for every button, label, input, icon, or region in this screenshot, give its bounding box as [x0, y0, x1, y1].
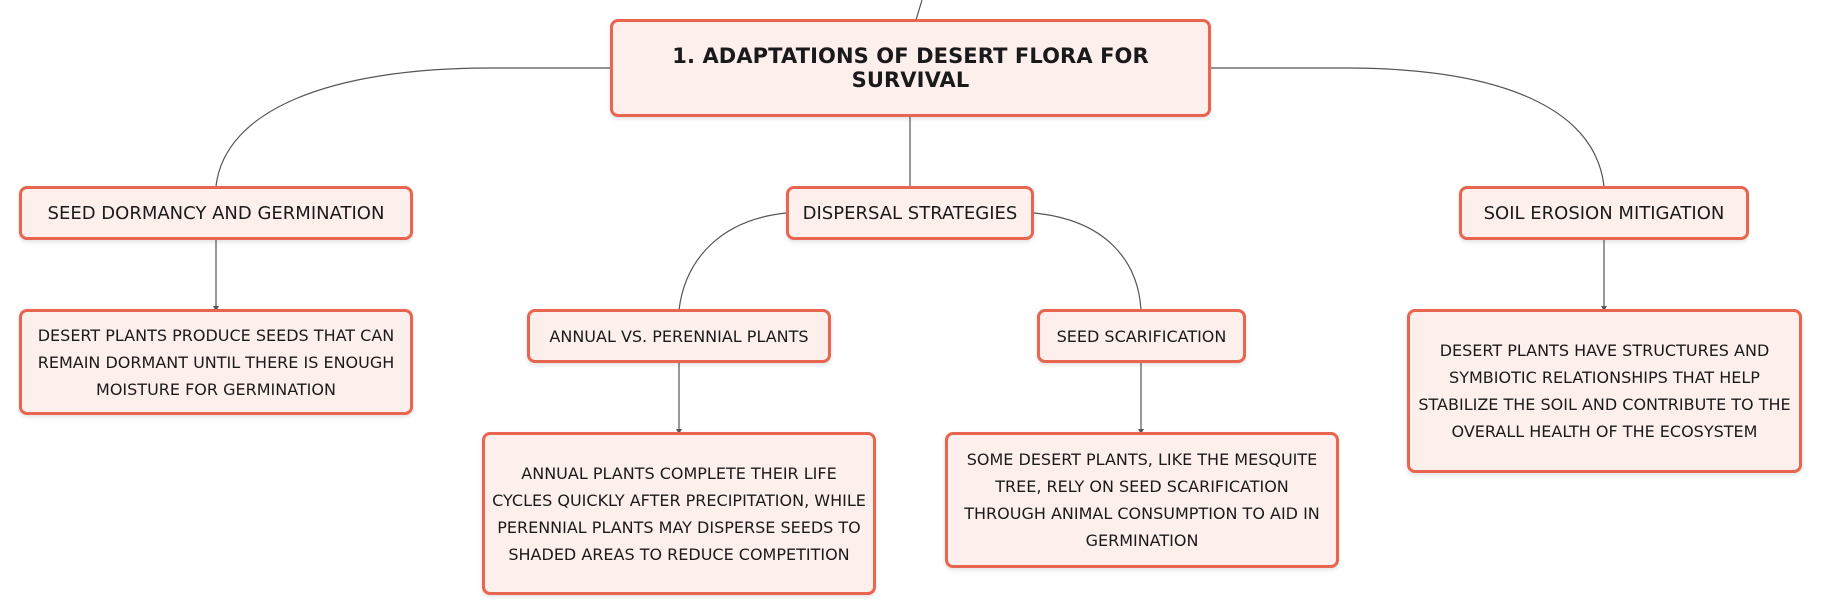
- dispersal-strategies-node[interactable]: DISPERSAL STRATEGIES: [786, 186, 1034, 240]
- seed-scarification-node[interactable]: SEED SCARIFICATION: [1037, 309, 1246, 363]
- seed-dormancy-detail-text: DESERT PLANTS PRODUCE SEEDS THAT CAN REM…: [37, 325, 395, 399]
- root-topic-label: 1. ADAPTATIONS OF DESERT FLORA FOR SURVI…: [672, 44, 1149, 92]
- annual-vs-perennial-node[interactable]: ANNUAL VS. PERENNIAL PLANTS: [527, 309, 831, 363]
- root-topic-node[interactable]: 1. ADAPTATIONS OF DESERT FLORA FOR SURVI…: [610, 19, 1211, 117]
- soil-erosion-detail-node[interactable]: DESERT PLANTS HAVE STRUCTURES AND SYMBIO…: [1407, 309, 1802, 473]
- seed-scarification-detail-node[interactable]: SOME DESERT PLANTS, LIKE THE MESQUITE TR…: [945, 432, 1339, 568]
- dispersal-strategies-label: DISPERSAL STRATEGIES: [802, 202, 1018, 224]
- annual-vs-perennial-label: ANNUAL VS. PERENNIAL PLANTS: [549, 326, 809, 346]
- connector-root-seed-dormancy: [215, 67, 610, 187]
- seed-dormancy-label: SEED DORMANCY AND GERMINATION: [47, 202, 385, 224]
- seed-scarification-label: SEED SCARIFICATION: [1056, 326, 1227, 346]
- connector-root-soil-erosion: [1211, 67, 1605, 187]
- soil-erosion-label: SOIL EROSION MITIGATION: [1483, 202, 1725, 224]
- annual-vs-perennial-detail-text: ANNUAL PLANTS COMPLETE THEIR LIFE CYCLES…: [492, 463, 866, 564]
- seed-dormancy-node[interactable]: SEED DORMANCY AND GERMINATION: [19, 186, 413, 240]
- annual-vs-perennial-detail-node[interactable]: ANNUAL PLANTS COMPLETE THEIR LIFE CYCLES…: [482, 432, 876, 595]
- soil-erosion-detail-text: DESERT PLANTS HAVE STRUCTURES AND SYMBIO…: [1418, 341, 1791, 441]
- seed-dormancy-detail-node[interactable]: DESERT PLANTS PRODUCE SEEDS THAT CAN REM…: [19, 309, 413, 415]
- connector-parent-root: [915, 0, 923, 21]
- seed-scarification-detail-text: SOME DESERT PLANTS, LIKE THE MESQUITE TR…: [964, 450, 1320, 550]
- connector-dispersal-annual: [678, 212, 787, 311]
- connector-dispersal-scarification: [1033, 212, 1142, 311]
- soil-erosion-node[interactable]: SOIL EROSION MITIGATION: [1459, 186, 1749, 240]
